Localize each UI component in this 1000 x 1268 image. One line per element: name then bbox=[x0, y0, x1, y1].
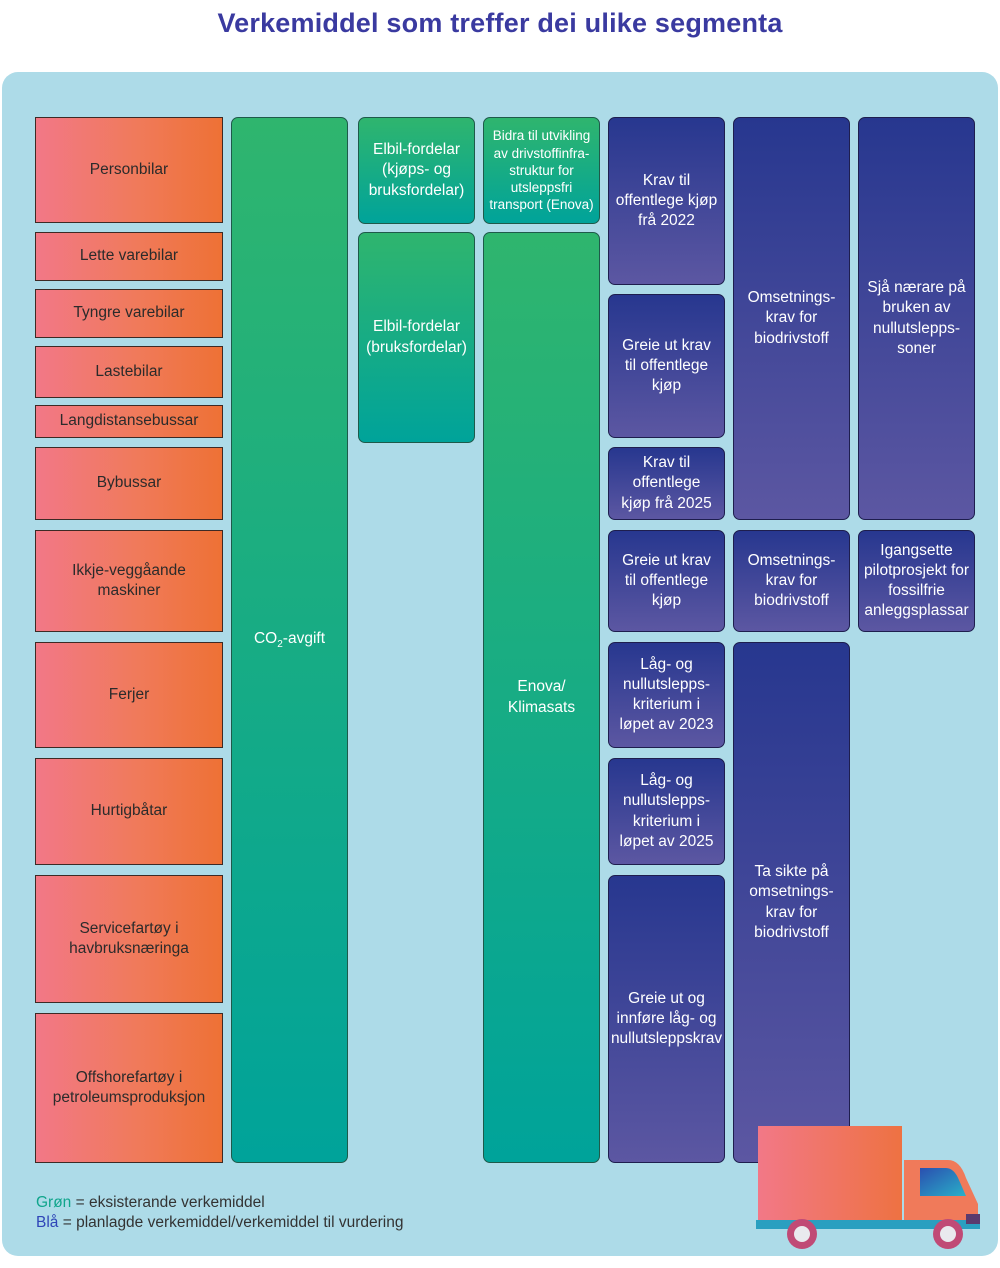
measure-enova-klimasats: Enova/ Klimasats bbox=[483, 232, 600, 1163]
segment-bybussar: Bybussar bbox=[35, 447, 223, 520]
legend-existing: Grøn = eksisterande verkemiddel bbox=[36, 1194, 265, 1212]
measure-kriterium-2025: Låg- og nullutslepps-kriterium i løpet a… bbox=[608, 758, 725, 865]
measure-omsetningskrav-biodrivstoff-2: Omsetnings-krav for biodrivstoff bbox=[733, 530, 850, 632]
truck-window bbox=[920, 1168, 966, 1196]
segment-ferjer: Ferjer bbox=[35, 642, 223, 748]
segment-langdistansebussar: Langdistansebussar bbox=[35, 405, 223, 438]
page-title: Verkemiddel som treffer dei ulike segmen… bbox=[217, 8, 783, 38]
truck-cargo-box bbox=[758, 1126, 902, 1222]
legend-blue-word: Blå bbox=[36, 1214, 59, 1231]
measure-enova-infrastruktur: Bidra til utvikling av drivstoffinfra-st… bbox=[483, 117, 600, 224]
measure-greie-ut-krav-offentlege-kjop-1: Greie ut krav til offentlege kjøp bbox=[608, 294, 725, 438]
segment-lastebilar: Lastebilar bbox=[35, 346, 223, 398]
segment-offshorefartoy: Offshorefartøy i petroleumsproduksjon bbox=[35, 1013, 223, 1163]
measure-ta-sikte-pa-omsetningskrav: Ta sikte på omsetnings-krav for biodrivs… bbox=[733, 642, 850, 1163]
segment-ikkje-veggaande-maskiner: Ikkje-veggåande maskiner bbox=[35, 530, 223, 632]
measure-nullutsleppssoner: Sjå nærare på bruken av nullutslepps-son… bbox=[858, 117, 975, 520]
measure-elbil-kjops-og-bruksfordelar: Elbil-fordelar (kjøps- og bruksfordelar) bbox=[358, 117, 475, 224]
measure-krav-offentlege-kjop-2022: Krav til offentlege kjøp frå 2022 bbox=[608, 117, 725, 285]
legend-green-word: Grøn bbox=[36, 1194, 72, 1211]
measure-pilotprosjekt-anleggsplassar: Igangsette pilotprosjekt for fossilfrie … bbox=[858, 530, 975, 632]
segment-tyngre-varebilar: Tyngre varebilar bbox=[35, 289, 223, 338]
legend-green-text: = eksisterande verkemiddel bbox=[71, 1194, 265, 1211]
measure-omsetningskrav-biodrivstoff-1: Omsetnings-krav for biodrivstoff bbox=[733, 117, 850, 520]
legend-blue-text: = planlagde verkemiddel/verkemiddel til … bbox=[58, 1214, 404, 1231]
co2-label: CO bbox=[253, 629, 278, 647]
segment-personbilar: Personbilar bbox=[35, 117, 223, 223]
measure-co2-avgift: CO2-avgift bbox=[231, 117, 348, 1163]
co2-label-rest: -avgift bbox=[282, 629, 326, 647]
measure-greie-ut-krav-offentlege-kjop-2: Greie ut krav til offentlege kjøp bbox=[608, 530, 725, 632]
co2-subscript: 2 bbox=[277, 639, 283, 651]
legend-planned: Blå = planlagde verkemiddel/verkemiddel … bbox=[36, 1214, 403, 1232]
segment-servicefartoy: Servicefartøy i havbruksnæringa bbox=[35, 875, 223, 1003]
measure-elbil-bruksfordelar: Elbil-fordelar (bruksfordelar) bbox=[358, 232, 475, 443]
measure-kriterium-2023: Låg- og nullutslepps-kriterium i løpet a… bbox=[608, 642, 725, 748]
truck-illustration bbox=[756, 1126, 980, 1249]
measure-krav-offentlege-kjop-2025: Krav til offentlege kjøp frå 2025 bbox=[608, 447, 725, 520]
segment-hurtigbatar: Hurtigbåtar bbox=[35, 758, 223, 865]
segment-lette-varebilar: Lette varebilar bbox=[35, 232, 223, 281]
truck-chassis bbox=[756, 1220, 980, 1229]
measure-greie-ut-og-innfore-krav: Greie ut og innføre låg- og nullutslepps… bbox=[608, 875, 725, 1163]
truck-bumper bbox=[966, 1214, 980, 1224]
